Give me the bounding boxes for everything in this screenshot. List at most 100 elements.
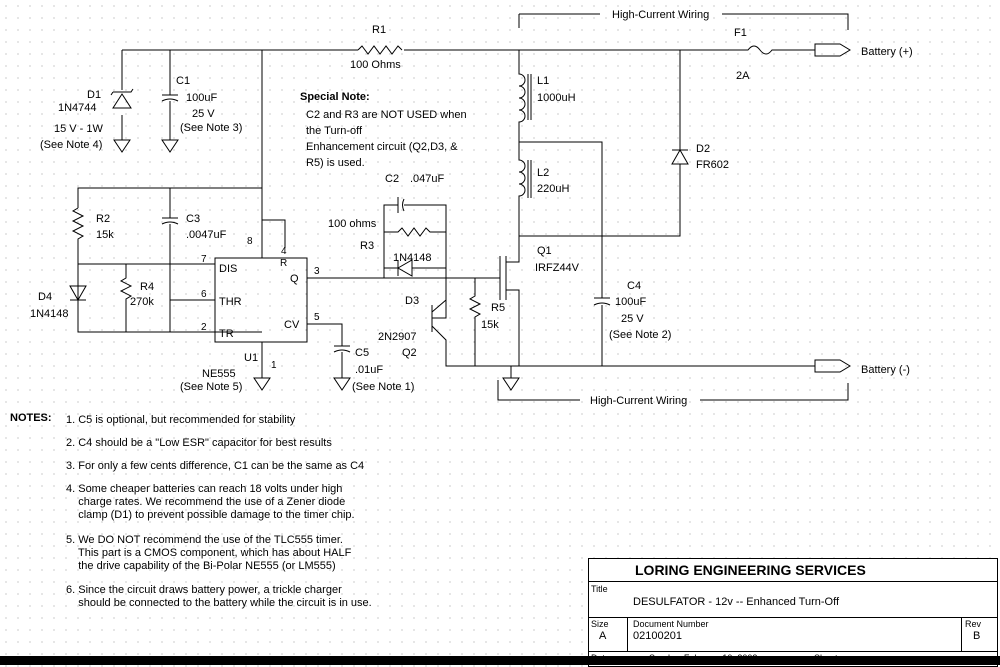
- c4-ref: C4: [627, 280, 641, 292]
- d1-note: (See Note 4): [40, 139, 102, 151]
- r2-value: 15k: [96, 229, 114, 241]
- pin-q: Q: [290, 273, 299, 285]
- c5-value: .01uF: [355, 364, 383, 376]
- c1-ref: C1: [176, 75, 190, 87]
- r5-value: 15k: [481, 319, 499, 331]
- c5-ref: C5: [355, 347, 369, 359]
- pin-5: 5: [314, 312, 320, 323]
- rev-value: B: [973, 630, 981, 642]
- pin-6: 6: [201, 289, 207, 300]
- hc-wiring-top: High-Current Wiring: [612, 9, 709, 21]
- c1-value: 100uF: [186, 92, 217, 104]
- c4-value: 100uF: [615, 296, 646, 308]
- r3-value: 100 ohms: [328, 218, 377, 230]
- d3-part: 1N4148: [393, 252, 432, 264]
- docnum-value: 02100201: [633, 630, 682, 642]
- docnum-label: Document Number: [633, 619, 709, 629]
- l2-value: 220uH: [537, 183, 569, 195]
- l2-ref: L2: [537, 167, 549, 179]
- pin-4: 4: [281, 246, 287, 257]
- battery-neg-label: Battery (-): [861, 364, 910, 376]
- d1-zener: [110, 88, 134, 109]
- special-note-title: Special Note:: [300, 91, 370, 103]
- d1-part: 1N4744: [58, 102, 97, 114]
- r1-resistor: [357, 45, 403, 55]
- bottom-bar: [0, 656, 1000, 665]
- c3-value: .0047uF: [186, 229, 227, 241]
- r1-value: 100 Ohms: [350, 59, 401, 71]
- pin-tr: TR: [219, 328, 234, 340]
- u1-note: (See Note 5): [180, 381, 242, 393]
- rev-label: Rev: [965, 619, 982, 629]
- q1-ref: Q1: [537, 245, 552, 257]
- r5-ref: R5: [491, 302, 505, 314]
- special-note-line: Enhancement circuit (Q2,D3, &: [306, 141, 458, 153]
- d4-part: 1N4148: [30, 308, 69, 320]
- c3-ref: C3: [186, 213, 200, 225]
- d2-part: FR602: [696, 159, 729, 171]
- note-5: 5. We DO NOT recommend the use of the TL…: [66, 534, 352, 572]
- gnd-d1: [113, 139, 131, 153]
- f1-fuse: [740, 45, 788, 55]
- pin-dis: DIS: [219, 263, 237, 275]
- notes-title: NOTES:: [10, 412, 52, 424]
- d3-ref: D3: [405, 295, 419, 307]
- pin-1: 1: [271, 360, 277, 371]
- size-label: Size: [591, 619, 609, 629]
- note-4: 4. Some cheaper batteries can reach 18 v…: [66, 483, 355, 521]
- u1-ref: U1: [244, 352, 258, 364]
- pin-thr: THR: [219, 296, 242, 308]
- l1-ref: L1: [537, 75, 549, 87]
- pin-8: 8: [247, 236, 253, 247]
- note-6: 6. Since the circuit draws battery power…: [66, 584, 372, 609]
- battery-pos-label: Battery (+): [861, 46, 913, 58]
- c4-note: (See Note 2): [609, 329, 671, 341]
- d4-ref: D4: [38, 291, 52, 303]
- special-note-line: the Turn-off: [306, 125, 363, 137]
- c4-voltage: 25 V: [621, 313, 644, 325]
- c5-note: (See Note 1): [352, 381, 414, 393]
- note-2: 2. C4 should be a "Low ESR" capacitor fo…: [66, 437, 332, 449]
- d2-ref: D2: [696, 143, 710, 155]
- size-value: A: [599, 630, 607, 642]
- l1-l2-inductors: [518, 50, 526, 198]
- gnd-c1: [161, 139, 179, 153]
- pin-7: 7: [201, 254, 207, 265]
- special-note-line: C2 and R3 are NOT USED when: [306, 109, 467, 121]
- r3-resistor: [384, 227, 446, 237]
- f1-value: 2A: [736, 70, 750, 82]
- r1-ref: R1: [372, 24, 386, 36]
- title-label: Title: [591, 584, 608, 594]
- q1-part: IRFZ44V: [535, 262, 580, 274]
- note-1: 1. C5 is optional, but recommended for s…: [66, 414, 296, 426]
- l1-value: 1000uH: [537, 92, 576, 104]
- c1-note: (See Note 3): [180, 122, 242, 134]
- pin-cv: CV: [284, 319, 300, 331]
- u1-part: NE555: [202, 368, 236, 380]
- c2-value: .047uF: [410, 173, 445, 185]
- hc-wiring-bottom: High-Current Wiring: [590, 395, 687, 407]
- company-name: LORING ENGINEERING SERVICES: [635, 562, 866, 578]
- r4-value: 270k: [130, 296, 154, 308]
- pin-r: R: [280, 258, 287, 269]
- title-block: LORING ENGINEERING SERVICES Title DESULF…: [588, 558, 998, 667]
- r2-ref: R2: [96, 213, 110, 225]
- battery-neg-terminal: [814, 359, 851, 373]
- special-note-line: R5) is used.: [306, 157, 365, 169]
- r4-ref: R4: [140, 281, 154, 293]
- f1-ref: F1: [734, 27, 747, 39]
- pin-2: 2: [201, 322, 207, 333]
- u1-555-ic: [214, 257, 308, 343]
- c2-ref: C2: [385, 173, 399, 185]
- note-3: 3. For only a few cents difference, C1 c…: [66, 460, 365, 472]
- pin-3: 3: [314, 266, 320, 277]
- d3-diode: [384, 259, 446, 277]
- c1-voltage: 25 V: [192, 108, 215, 120]
- q2-ref: Q2: [402, 347, 417, 359]
- d1-value: 15 V - 1W: [54, 123, 104, 135]
- battery-pos-terminal: [814, 43, 851, 57]
- drawing-title: DESULFATOR - 12v -- Enhanced Turn-Off: [633, 596, 840, 608]
- d1-ref: D1: [87, 89, 101, 101]
- r3-ref: R3: [360, 240, 374, 252]
